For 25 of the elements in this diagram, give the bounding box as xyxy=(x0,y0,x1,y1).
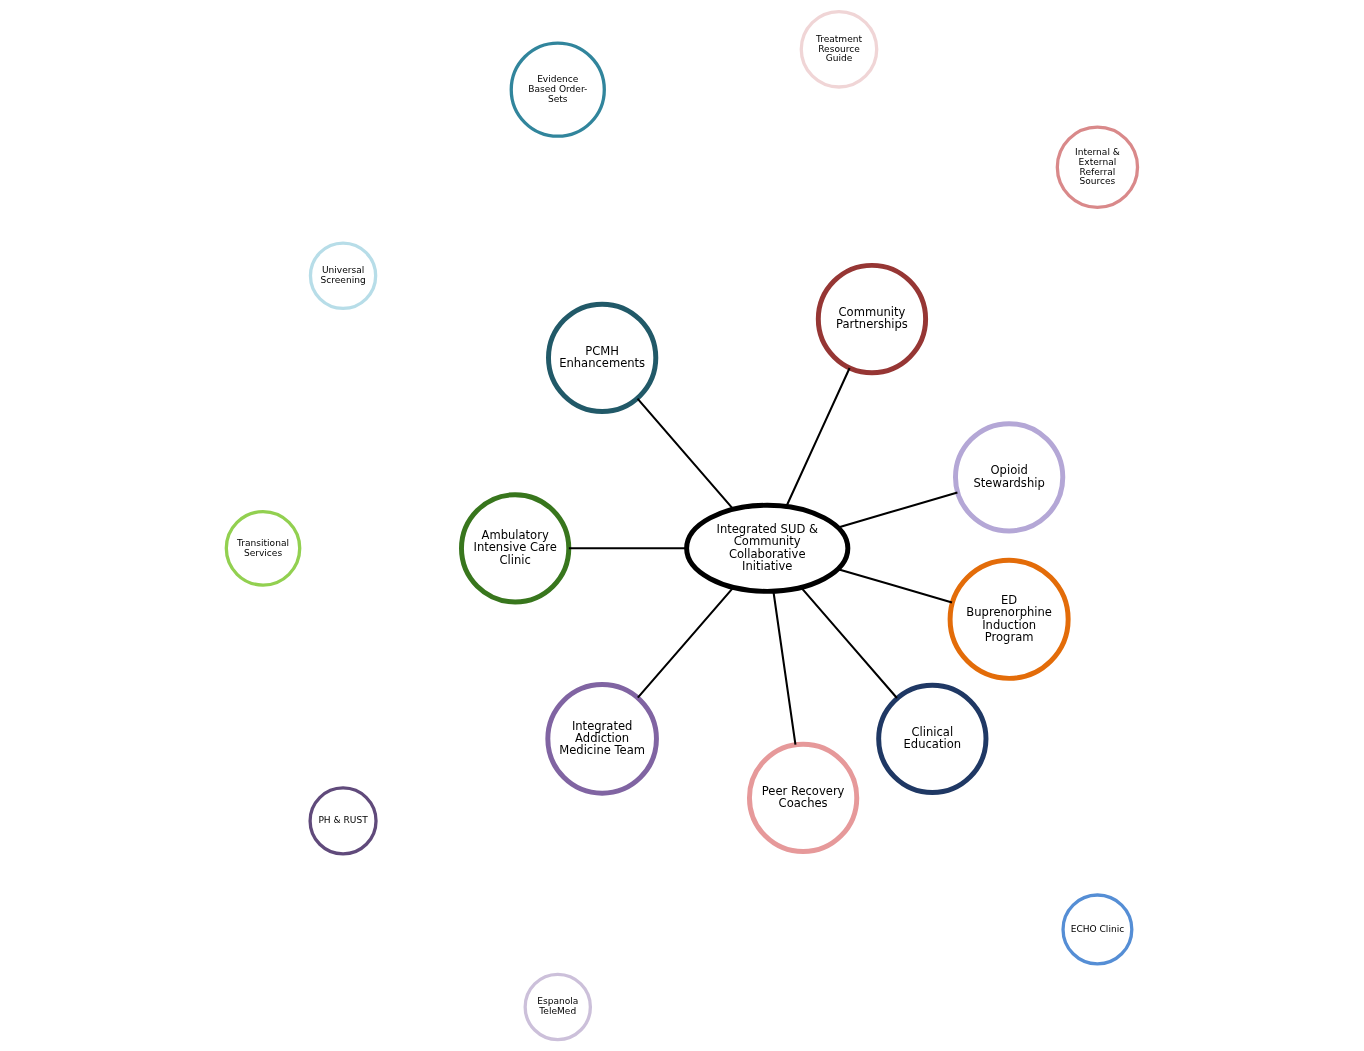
connector xyxy=(800,586,898,699)
node-circle: Treatment Resource Guide xyxy=(799,9,879,89)
node-circle: Opioid Stewardship xyxy=(953,421,1066,534)
connector xyxy=(636,397,734,510)
node-circle: Espanola TeleMed xyxy=(523,972,593,1042)
node-ellipse: Integrated SUD & Community Collaborative Initiative xyxy=(684,502,851,594)
connector xyxy=(772,591,797,745)
node-circle: Universal Screening xyxy=(308,241,378,310)
node-circle: Community Partnerships xyxy=(815,262,929,376)
connector xyxy=(637,586,734,699)
node-circle: Clinical Education xyxy=(876,682,989,795)
node-circle: Peer Recovery Coaches xyxy=(746,741,860,854)
connector xyxy=(837,568,953,604)
node-circle: ECHO Clinic xyxy=(1061,893,1134,966)
connector xyxy=(785,367,851,507)
node-circle: Internal & External Referral Sources xyxy=(1055,125,1140,210)
node-circle: Evidence Based Order-Sets xyxy=(509,41,606,138)
connector xyxy=(568,547,687,550)
node-circle: PCMH Enhancements xyxy=(546,301,659,414)
node-circle: ED Buprenorphine Induction Program xyxy=(947,557,1071,681)
node-circle: Transitional Services xyxy=(224,510,302,587)
connector xyxy=(837,491,958,529)
node-circle: Integrated Addiction Medicine Team xyxy=(545,682,659,796)
node-circle: PH & RUST xyxy=(308,786,378,856)
node-circle: Ambulatory Intensive Care Clinic xyxy=(459,492,572,605)
